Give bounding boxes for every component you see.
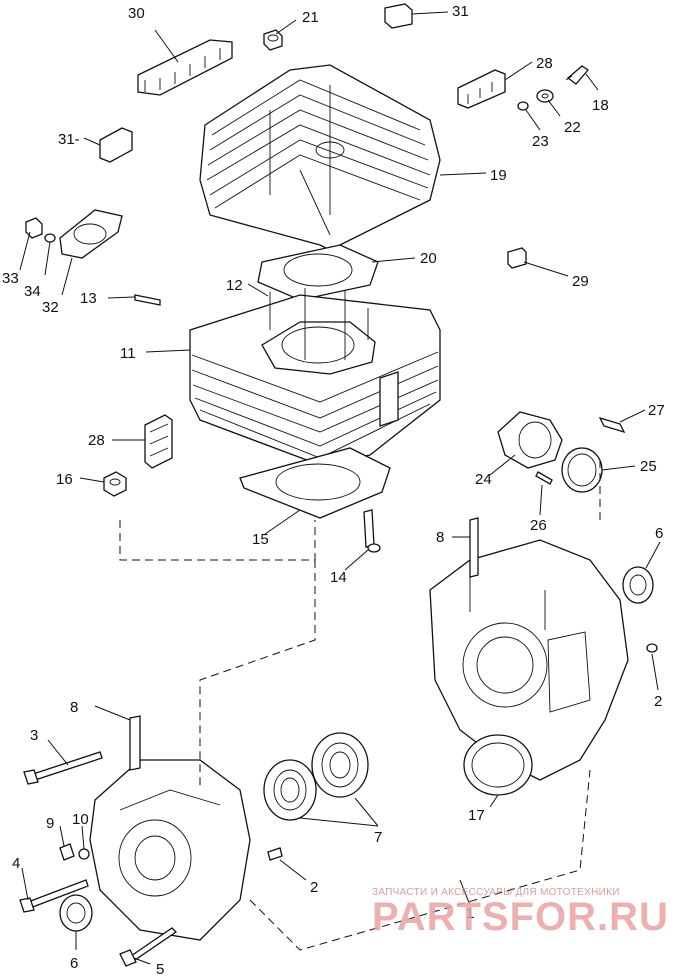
bearing-7-b bbox=[311, 732, 369, 798]
block-part-31-left bbox=[99, 127, 133, 163]
callout-31-top: 31 bbox=[452, 3, 469, 20]
seal-6-right bbox=[622, 566, 654, 604]
watermark: ЗАПЧАСТИ И АКСЕССУАРЫ ДЛЯ МОТОТЕХНИКИ PA… bbox=[372, 887, 669, 939]
stud-8-left bbox=[129, 715, 141, 771]
screw-26 bbox=[535, 471, 553, 485]
callout-17: 17 bbox=[468, 807, 485, 824]
callout-3: 3 bbox=[30, 727, 38, 744]
callout-26: 26 bbox=[530, 517, 547, 534]
callout-1: 1 bbox=[466, 905, 474, 922]
head-gasket bbox=[257, 244, 379, 301]
callout-8-right: 8 bbox=[436, 529, 444, 546]
stud-8-right bbox=[469, 517, 479, 578]
callouts: 30 21 31 28 18 22 23 31- 19 33 34 32 20 … bbox=[2, 3, 665, 978]
crankcase-right bbox=[429, 539, 629, 781]
bolt-5 bbox=[119, 927, 178, 967]
cylinder-head bbox=[199, 64, 441, 251]
callout-8-left: 8 bbox=[70, 699, 78, 716]
callout-22: 22 bbox=[564, 119, 581, 136]
seal-6-left bbox=[59, 894, 93, 932]
exhaust-gasket-32 bbox=[59, 209, 123, 259]
callout-9: 9 bbox=[46, 815, 54, 832]
block-part-28-top bbox=[457, 69, 506, 109]
callout-14: 14 bbox=[330, 569, 347, 586]
cover-gasket-17 bbox=[463, 734, 533, 796]
crankcase-left bbox=[89, 759, 251, 941]
screw-27 bbox=[598, 416, 626, 434]
callout-13: 13 bbox=[80, 290, 97, 307]
callout-12: 12 bbox=[226, 277, 243, 294]
callout-16: 16 bbox=[56, 471, 73, 488]
watermark-brand: PARTSFOR.RU bbox=[372, 895, 669, 939]
callout-23: 23 bbox=[532, 133, 549, 150]
callout-30: 30 bbox=[128, 5, 145, 22]
callout-32: 32 bbox=[42, 299, 59, 316]
callout-18: 18 bbox=[592, 97, 609, 114]
callout-2-left: 2 bbox=[310, 879, 318, 896]
callout-24: 24 bbox=[475, 471, 492, 488]
washer-34 bbox=[44, 233, 56, 243]
fitting-14 bbox=[363, 509, 381, 553]
base-gasket bbox=[239, 447, 391, 519]
callout-25: 25 bbox=[640, 458, 657, 475]
callout-34: 34 bbox=[24, 283, 41, 300]
callout-29: 29 bbox=[572, 273, 589, 290]
nut-21 bbox=[263, 29, 283, 51]
callout-11: 11 bbox=[120, 345, 136, 362]
callout-4: 4 bbox=[12, 855, 20, 872]
washer-23 bbox=[517, 101, 529, 111]
stud-13 bbox=[134, 294, 161, 306]
callout-31-left: 31- bbox=[58, 131, 80, 148]
nut-16 bbox=[103, 471, 127, 497]
nut-33 bbox=[25, 217, 43, 239]
bearing-7-a bbox=[263, 759, 317, 821]
bolt-3 bbox=[23, 751, 103, 785]
bolt-4 bbox=[19, 879, 89, 913]
pin-2-left bbox=[267, 847, 283, 861]
callout-21: 21 bbox=[302, 9, 319, 26]
pin-2-right bbox=[646, 643, 658, 653]
callout-10: 10 bbox=[72, 811, 89, 828]
callout-19: 19 bbox=[490, 167, 507, 184]
clamp-25 bbox=[561, 447, 603, 493]
washer-10 bbox=[78, 848, 90, 860]
callout-20: 20 bbox=[420, 250, 437, 267]
intake-manifold-24 bbox=[497, 411, 563, 469]
block-part-31-top bbox=[384, 3, 413, 29]
callout-6-right: 6 bbox=[655, 525, 663, 542]
callout-28-mid: 28 bbox=[88, 432, 105, 449]
callout-7: 7 bbox=[374, 829, 382, 846]
block-part-30 bbox=[137, 39, 233, 96]
callout-28-top: 28 bbox=[536, 55, 553, 72]
callout-15: 15 bbox=[252, 531, 269, 548]
callout-33: 33 bbox=[2, 270, 19, 287]
screw-9 bbox=[59, 843, 75, 861]
block-part-29 bbox=[507, 247, 527, 269]
stud-18 bbox=[565, 65, 589, 85]
callout-27: 27 bbox=[648, 402, 665, 419]
callout-6-left: 6 bbox=[70, 955, 78, 972]
washer-22 bbox=[536, 89, 554, 103]
leader-lines bbox=[19, 11, 661, 965]
assembly-lines bbox=[119, 460, 601, 951]
block-part-28-mid bbox=[144, 414, 173, 469]
watermark-subtitle: ЗАПЧАСТИ И АКСЕССУАРЫ ДЛЯ МОТОТЕХНИКИ bbox=[372, 887, 620, 898]
callout-5: 5 bbox=[156, 961, 164, 978]
callout-2-right: 2 bbox=[654, 693, 662, 710]
cylinder bbox=[189, 288, 441, 466]
